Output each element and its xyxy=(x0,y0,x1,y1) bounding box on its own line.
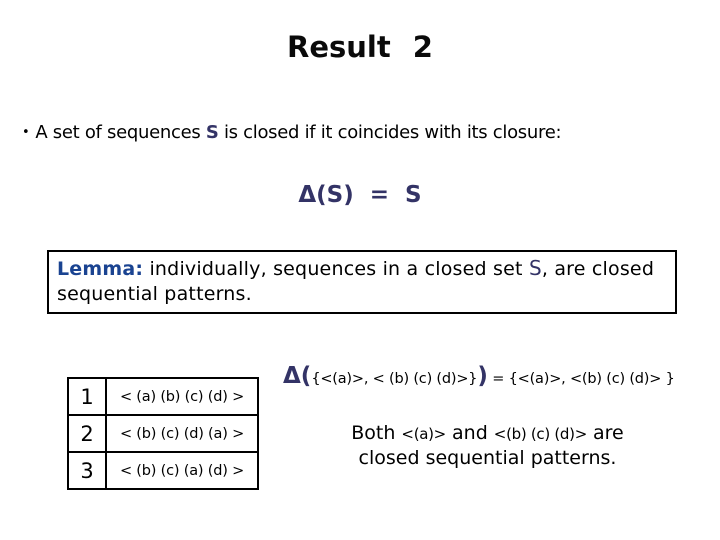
lemma-set-symbol: S xyxy=(528,256,542,280)
conclusion-line2: closed sequential patterns. xyxy=(358,446,617,469)
table-row: 3 < (b) (c) (a) (d) > xyxy=(67,451,259,490)
bullet-marker: • xyxy=(22,125,30,140)
bullet-set-symbol: S xyxy=(205,122,219,143)
conclusion-line1: Both <(a)> and <(b) (c) (d)> are xyxy=(300,421,675,446)
table-row: 1 < (a) (b) (c) (d) > xyxy=(67,377,259,416)
row-id: 1 xyxy=(67,377,107,416)
conclusion-are: are xyxy=(586,422,624,444)
row-id: 3 xyxy=(67,451,107,490)
closure-formula: Δ(S) = S xyxy=(298,182,422,208)
delta-expression: Δ({<(a)>, < (b) (c) (d)>}) = {<(a)>, <(b… xyxy=(283,363,675,389)
delta-set: {<(a)>, < (b) (c) (d)>} xyxy=(311,371,478,387)
row-sequence: < (b) (c) (d) (a) > xyxy=(105,414,259,453)
lemma-text-post: , are closed sequential patterns. xyxy=(57,258,655,306)
lemma-label: Lemma: xyxy=(57,258,144,280)
conclusion-and: and xyxy=(445,422,494,444)
bullet-text-pre: A set of sequences xyxy=(35,122,206,143)
conclusion-text: Both <(a)> and <(b) (c) (d)> are closed … xyxy=(300,421,675,470)
conclusion-both: Both xyxy=(351,422,402,444)
conclusion-seq1: <(a)> xyxy=(401,425,446,443)
delta-result: = {<(a)>, <(b) (c) (d)> } xyxy=(487,371,675,387)
row-sequence: < (b) (c) (a) (d) > xyxy=(105,451,259,490)
conclusion-seq2: <(b) (c) (d)> xyxy=(493,425,587,443)
table-row: 2 < (b) (c) (d) (a) > xyxy=(67,414,259,453)
lemma-text-pre: individually, sequences in a closed set xyxy=(143,258,529,280)
delta-close-paren: ) xyxy=(477,363,488,389)
sequence-table: 1 < (a) (b) (c) (d) > 2 < (b) (c) (d) (a… xyxy=(67,377,259,490)
lemma-box: Lemma: individually, sequences in a clos… xyxy=(47,250,677,315)
slide-title: Result 2 xyxy=(287,30,433,64)
row-sequence: < (a) (b) (c) (d) > xyxy=(105,377,259,416)
delta-prefix: Δ( xyxy=(283,363,312,389)
row-id: 2 xyxy=(67,414,107,453)
bullet-text-post: is closed if it coincides with its closu… xyxy=(218,122,562,143)
bullet-line: • A set of sequences S is closed if it co… xyxy=(22,122,712,143)
